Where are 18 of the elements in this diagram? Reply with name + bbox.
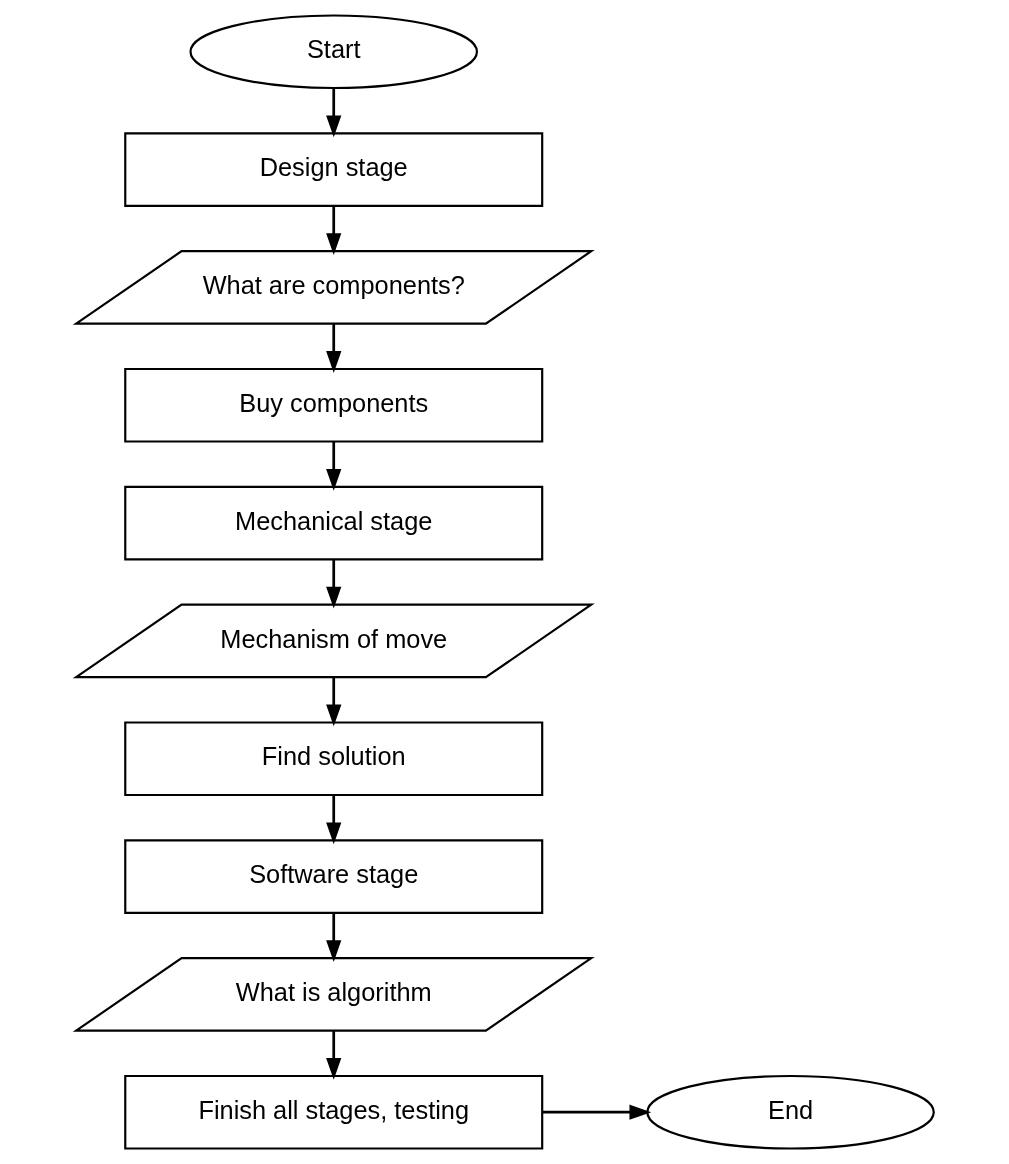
arrow <box>325 677 341 727</box>
node-ellipse: End <box>645 1074 935 1150</box>
node-ellipse: Start <box>188 14 478 90</box>
arrow <box>325 324 341 373</box>
node-box: Mechanical stage <box>123 485 543 561</box>
node-box: Design stage <box>123 132 543 207</box>
arrow <box>325 913 341 963</box>
arrow <box>325 1031 341 1080</box>
node-box: Finish all stages, testing <box>123 1074 543 1150</box>
arrow <box>542 1104 651 1120</box>
arrow <box>325 441 341 491</box>
arrow <box>325 206 341 256</box>
arrow <box>325 88 341 138</box>
node-box: Buy components <box>123 367 543 443</box>
arrow <box>325 795 341 845</box>
node-box: Software stage <box>123 839 543 914</box>
node-box: Find solution <box>123 721 543 797</box>
arrow <box>325 559 341 609</box>
